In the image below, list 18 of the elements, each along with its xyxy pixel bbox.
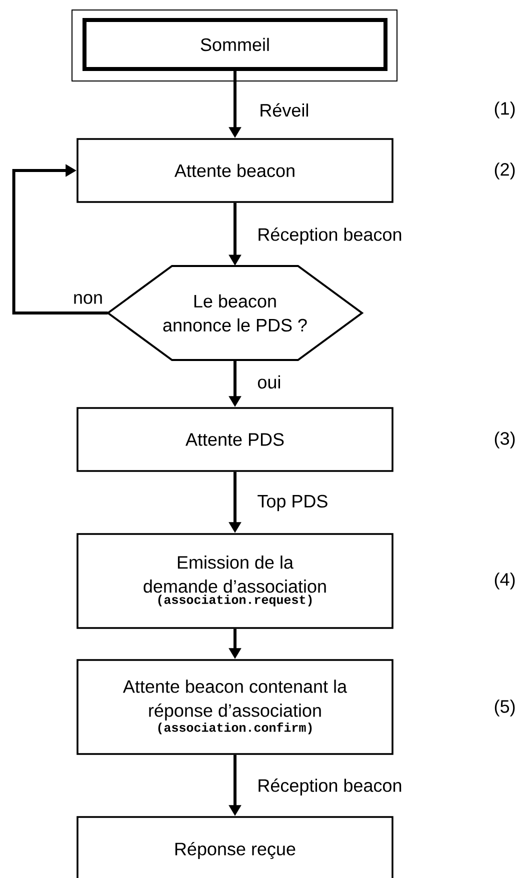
edge-label: Réveil — [258, 102, 310, 118]
edge-label: Réception beacon — [256, 226, 404, 246]
process-box: Attente PDS — [76, 407, 394, 472]
step-number: (1) — [494, 102, 515, 118]
edge-label: non — [72, 293, 104, 305]
edge-label: oui — [256, 374, 282, 390]
step-number: (3) — [494, 432, 515, 448]
arrow — [12, 164, 108, 314]
start-box: Sommeil — [72, 10, 398, 82]
step-number: (5) — [494, 700, 515, 716]
process-box: Attente beacon contenant la réponse d’association (association.confirm) — [76, 659, 394, 755]
step-number: (4) — [494, 572, 515, 590]
process-box: Attente beacon — [76, 138, 394, 203]
process-box: Emission de la demande d’association (association.request) — [76, 533, 394, 629]
step-number: (2) — [494, 162, 515, 180]
edge-label: Réception beacon — [256, 778, 404, 796]
process-box: Réponse reçue — [76, 816, 394, 878]
edge-label: Top PDS — [256, 494, 330, 512]
